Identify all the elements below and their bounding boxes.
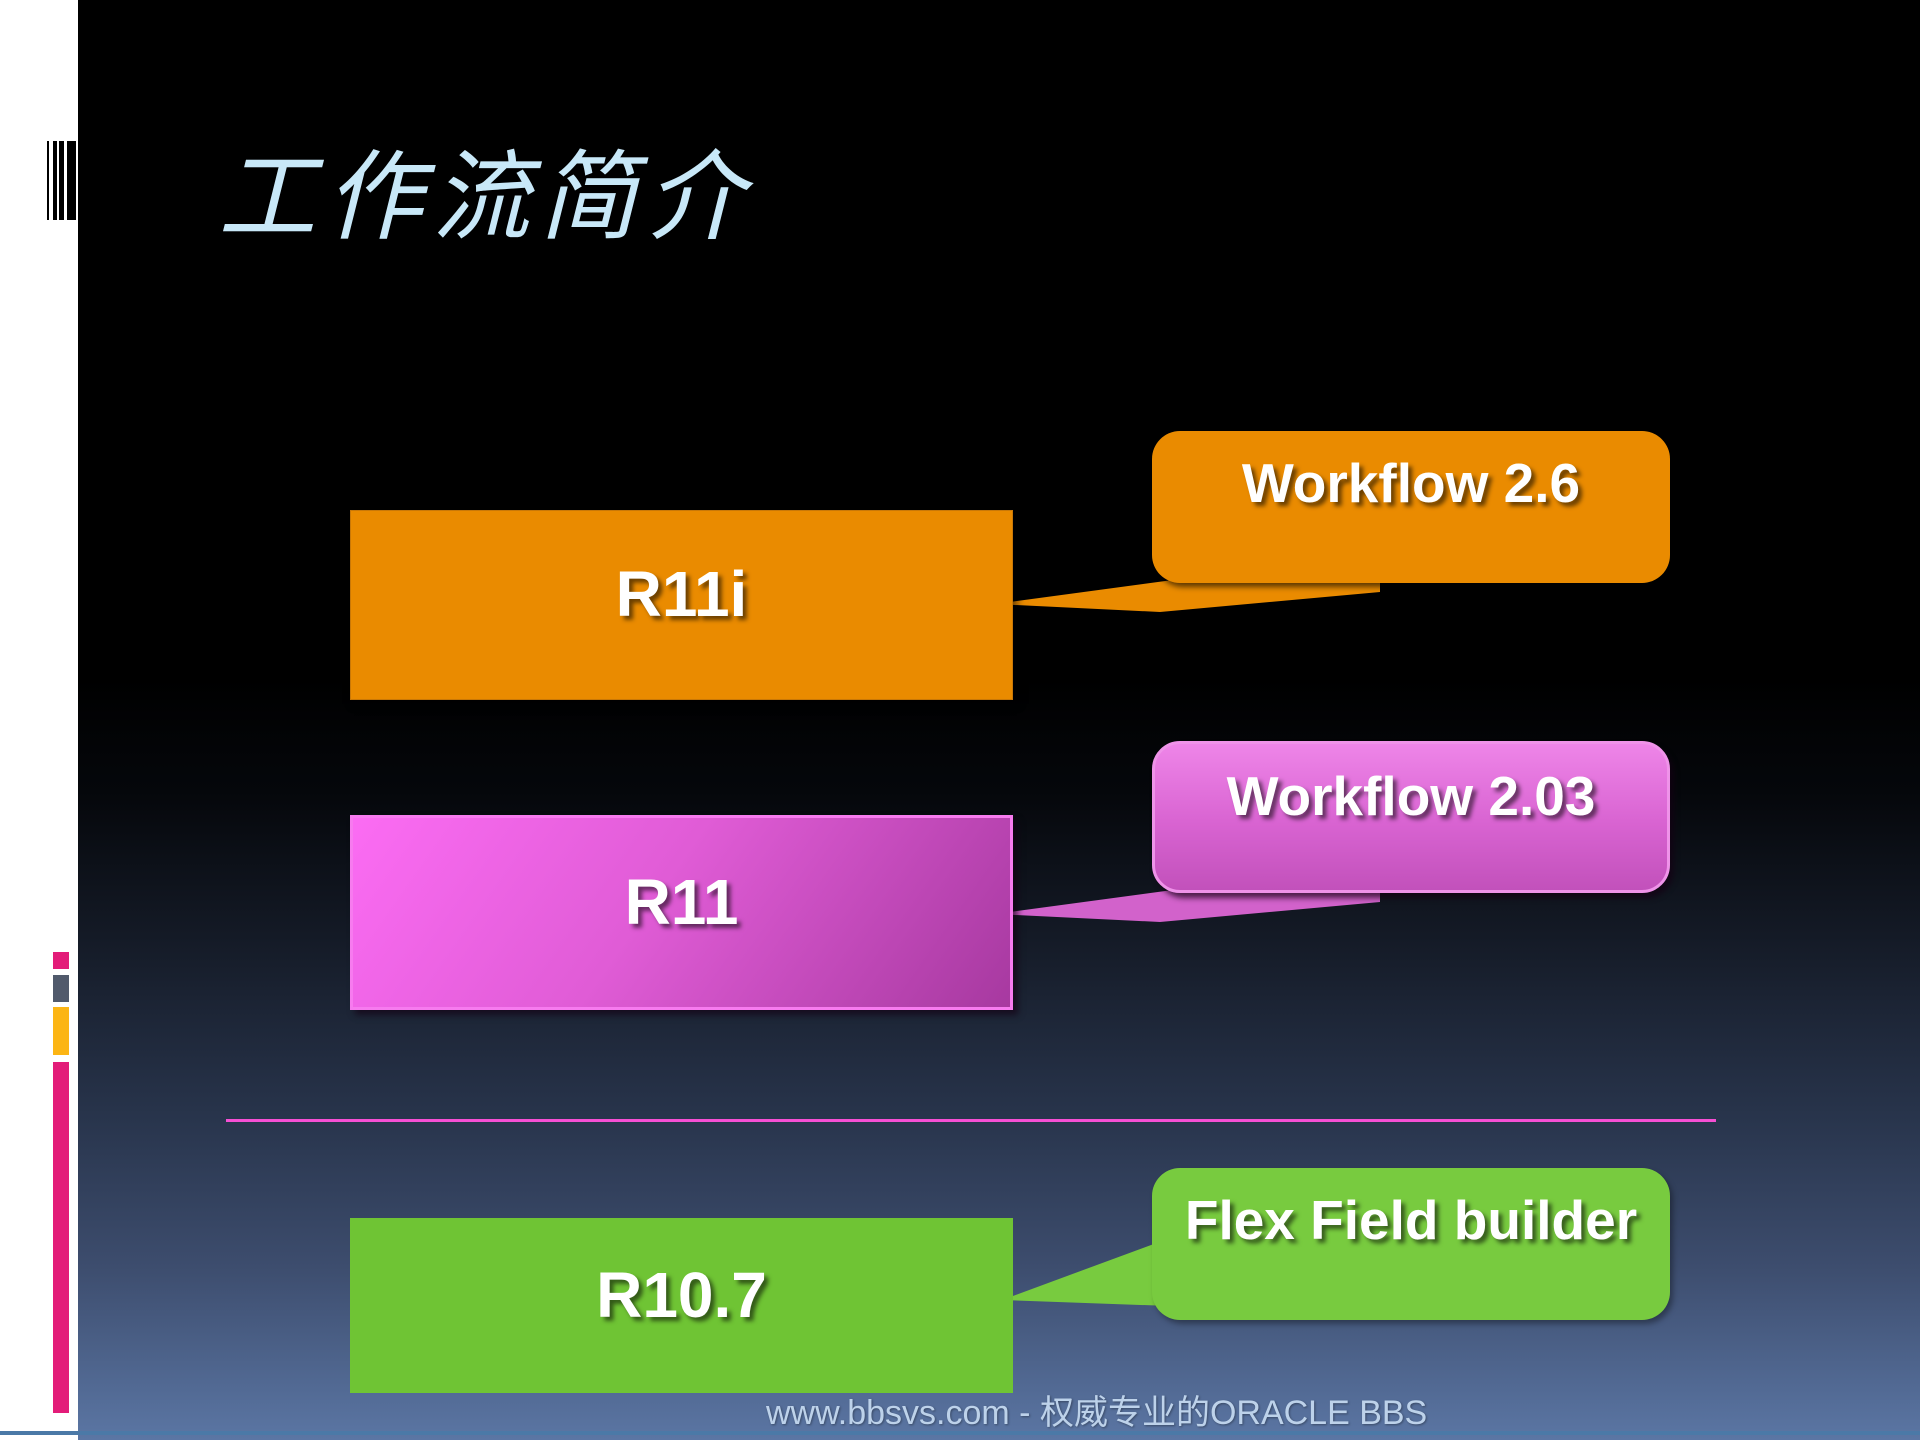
box-r11: R11 [350,815,1013,1010]
accent-square-gray [53,975,69,1002]
divider-line [226,1119,1716,1122]
box-r10-7: R10.7 [350,1218,1013,1393]
callout-workflow-2-03-label: Workflow 2.03 [1226,765,1596,827]
box-r11i-label: R11i [615,558,748,630]
slide-title: 工作流简介 [218,141,754,255]
sidebar-strip [0,0,78,1440]
callout-flex-field-builder-label: Flex Field builder [1184,1189,1638,1251]
box-r11-label: R11 [624,865,739,938]
accent-square-yellow [53,1007,69,1055]
tail-flex-field-builder [1002,1238,1170,1306]
barcode-line [59,141,64,220]
callout-workflow-2-03: Workflow 2.03 [1152,741,1670,893]
callout-flex-field-builder: Flex Field builder [1152,1168,1670,1320]
barcode-line [67,141,76,220]
accent-bar-pink [53,1062,69,1413]
barcode-decoration [0,141,78,220]
accent-square-pink [53,952,69,969]
bottom-edge-line [0,1431,1920,1435]
callout-workflow-2-6: Workflow 2.6 [1152,431,1670,583]
box-r11i: R11i [350,510,1013,700]
footer-watermark: www.bbsvs.com - 权威专业的ORACLE BBS [766,1394,1428,1432]
barcode-line [47,141,49,220]
callout-workflow-2-6-label: Workflow 2.6 [1241,452,1581,514]
barcode-line [53,141,57,220]
box-r10-7-label: R10.7 [596,1258,767,1331]
